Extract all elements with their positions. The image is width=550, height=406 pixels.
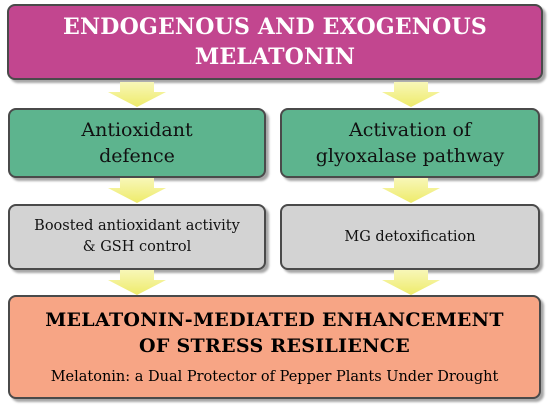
down-arrow-icon: [382, 270, 440, 295]
pathway-label-line-2: glyoxalase pathway: [315, 145, 505, 167]
down-arrow-icon: [382, 178, 440, 203]
outcome-label-line-2: & GSH control: [82, 239, 192, 255]
top-title-line-2: MELATONIN: [194, 44, 356, 70]
bottom-title: MELATONIN-MEDIATED ENHANCEMENT OF STRESS…: [45, 307, 504, 359]
down-arrow-icon: [108, 178, 166, 203]
bottom-title-line-2: OF STRESS RESILIENCE: [138, 335, 410, 357]
down-arrow-icon: [108, 270, 166, 295]
down-arrow-icon: [108, 82, 166, 107]
top-title-line-1: ENDOGENOUS AND EXOGENOUS: [63, 14, 487, 40]
outcome-label-line-1: Boosted antioxidant activity: [34, 218, 240, 234]
antioxidant-defence-box: Antioxidant defence: [8, 108, 266, 178]
pathway-label-line-2: defence: [99, 145, 175, 167]
down-arrow-icon: [382, 82, 440, 107]
melatonin-source-box: ENDOGENOUS AND EXOGENOUS MELATONIN: [7, 4, 543, 80]
outcome-label-line-1: MG detoxification: [344, 228, 476, 245]
boosted-antioxidant-box: Boosted antioxidant activity & GSH contr…: [8, 204, 266, 270]
pathway-label-line-1: Activation of: [348, 119, 472, 141]
bottom-subtitle: Melatonin: a Dual Protector of Pepper Pl…: [50, 369, 499, 385]
glyoxalase-pathway-box: Activation of glyoxalase pathway: [280, 108, 540, 178]
stress-resilience-box: MELATONIN-MEDIATED ENHANCEMENT OF STRESS…: [8, 295, 541, 399]
pathway-label-line-1: Antioxidant: [81, 119, 193, 141]
bottom-title-line-1: MELATONIN-MEDIATED ENHANCEMENT: [45, 309, 504, 331]
mg-detoxification-box: MG detoxification: [280, 204, 540, 270]
